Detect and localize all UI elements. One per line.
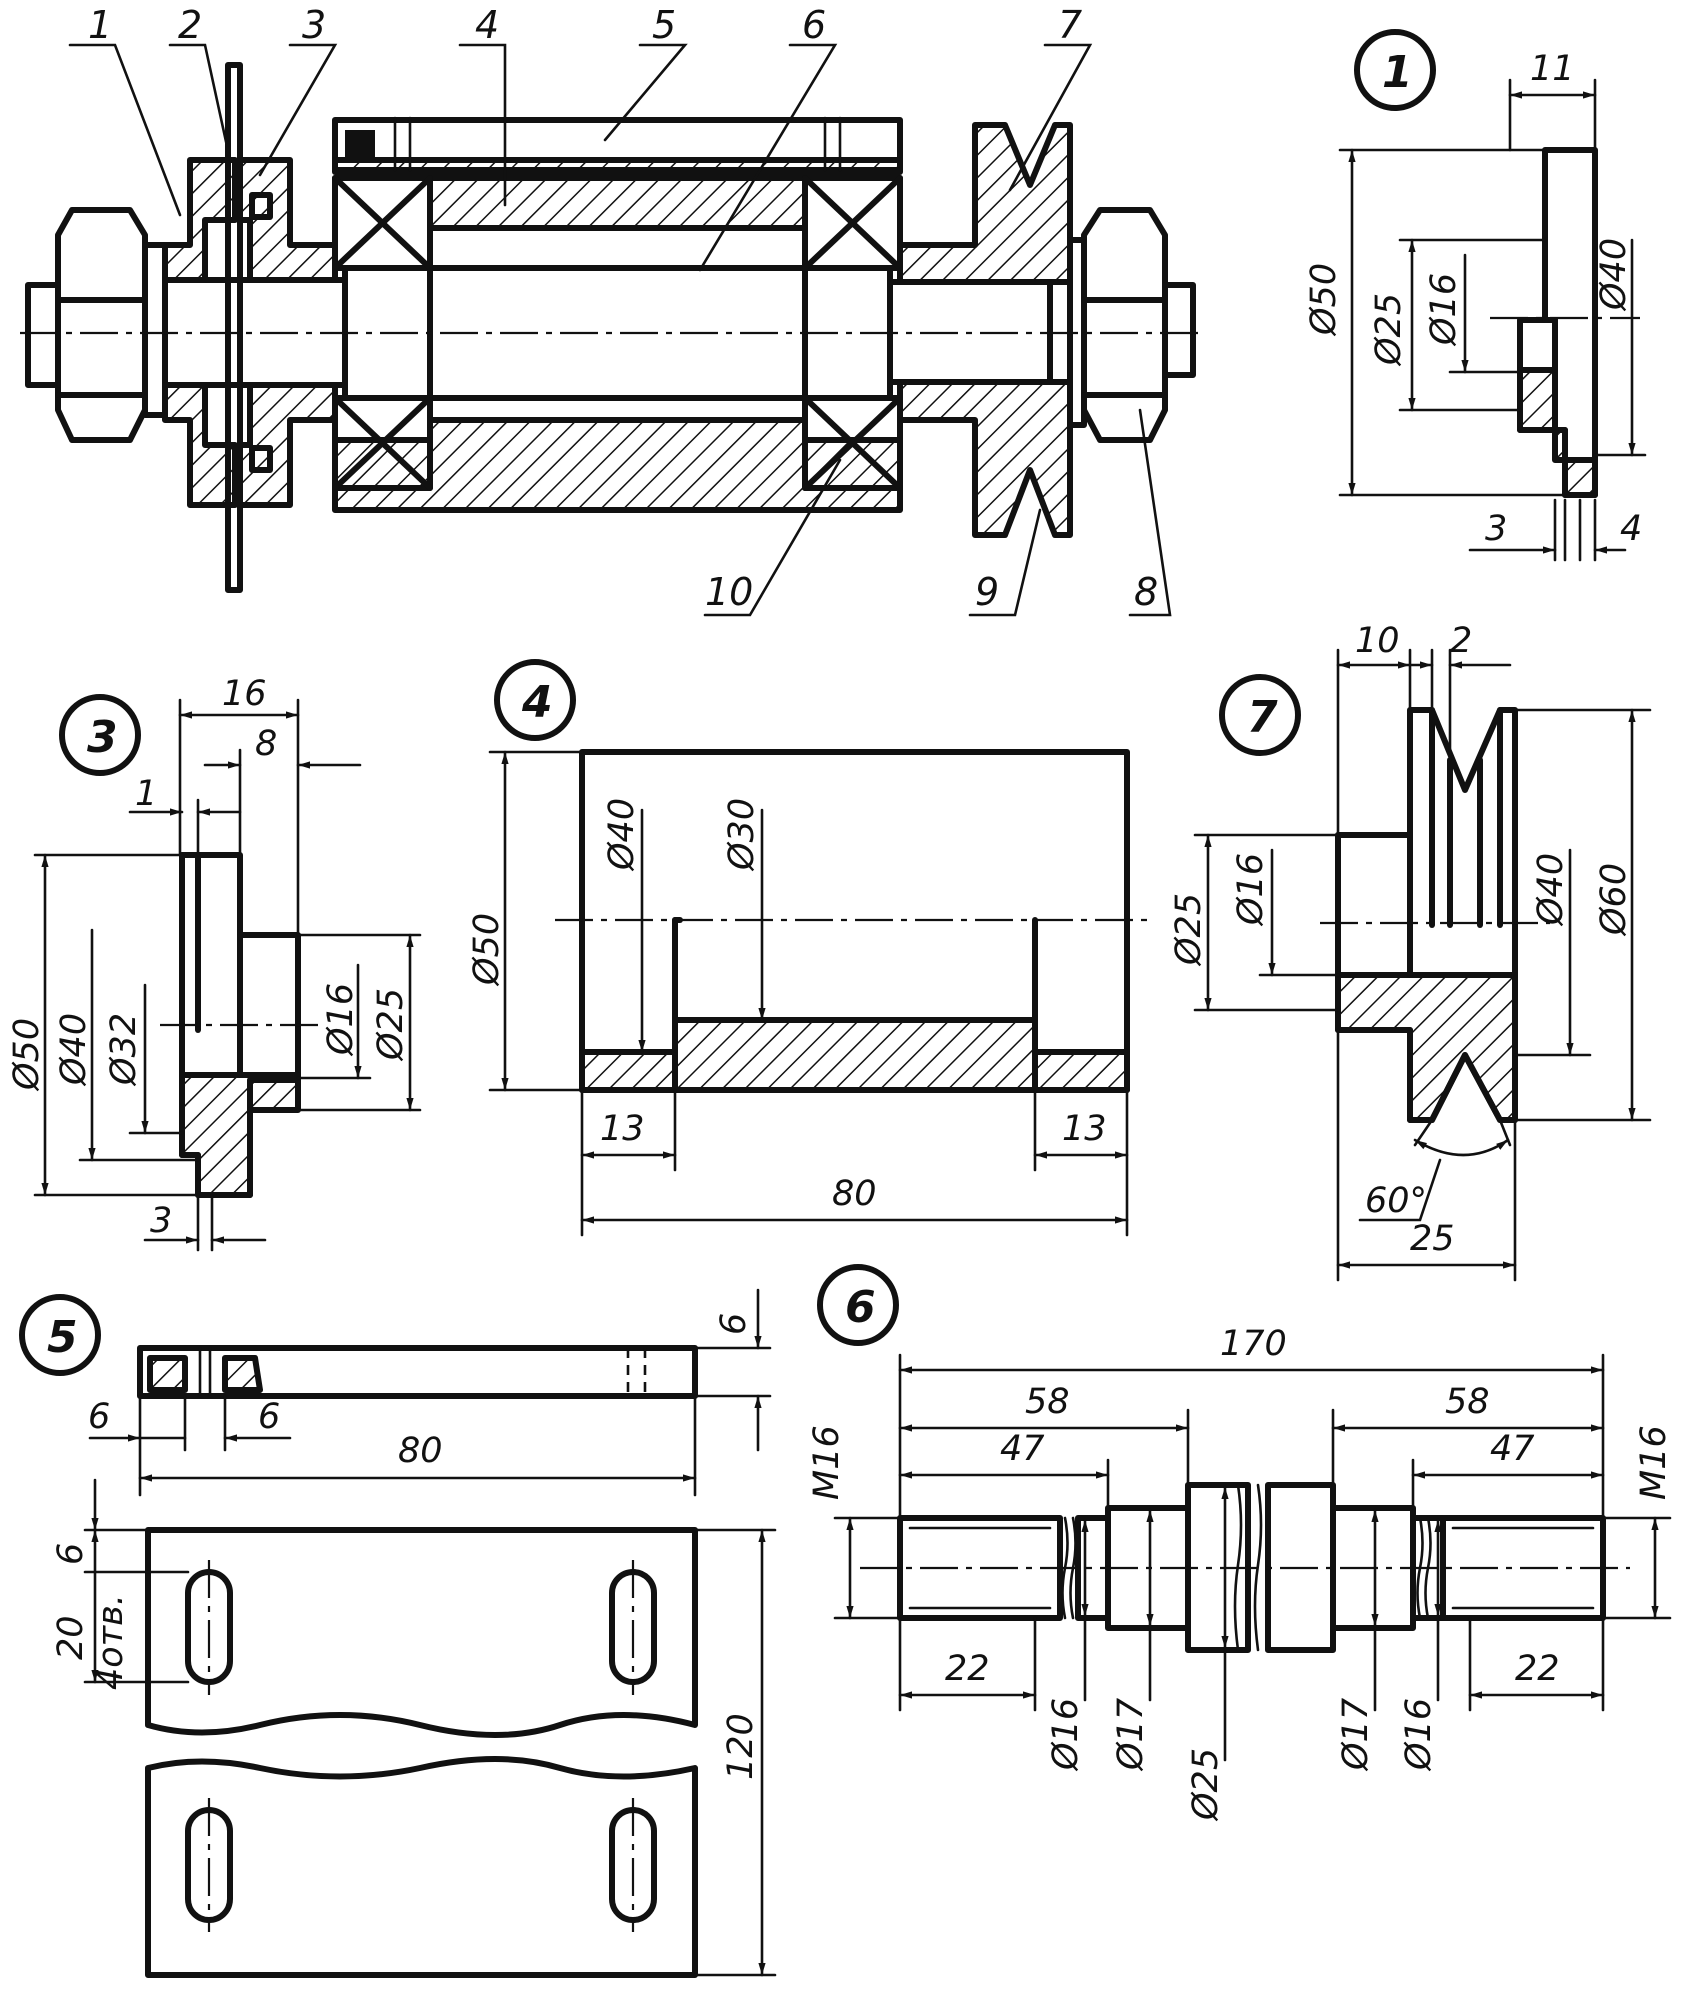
d1-dim-d16: Ø16 [1424, 273, 1464, 347]
d5-dim-v120: 120 [721, 1713, 761, 1780]
callout-7: 7 [1058, 3, 1082, 47]
body-assembly [332, 116, 903, 513]
callout-5: 5 [652, 3, 676, 47]
callout-4: 4 [475, 3, 499, 47]
d7-dim-10: 10 [1355, 621, 1400, 661]
d5-dim-t6: 6 [714, 1313, 754, 1335]
callout-10: 10 [705, 570, 753, 614]
detail-4: 4 Ø50 Ø40 Ø30 13 13 80 [467, 659, 1150, 1237]
callout-8: 8 [1134, 570, 1158, 614]
d5-dim-v6: 6 [51, 1543, 91, 1565]
d7-dim-25: 25 [1410, 1219, 1455, 1259]
d1-dim-11: 11 [1530, 49, 1575, 89]
callout-2: 2 [178, 3, 202, 47]
detail-1-number: 1 [1382, 47, 1413, 98]
detail-4-number: 4 [521, 677, 553, 728]
right-nut [1067, 207, 1196, 443]
detail-6-number: 6 [845, 1282, 876, 1333]
detail-7-badge [1219, 674, 1301, 756]
detail-6-badge [817, 1264, 899, 1346]
detail-3: 3 16 8 1 Ø50 Ø40 Ø32 Ø16 Ø25 [7, 674, 422, 1252]
d6-dim-58b: 58 [1445, 1382, 1490, 1422]
d5-dim-holes: 4отв. [91, 1594, 131, 1690]
d6-dim-d16a: Ø16 [1046, 1698, 1086, 1772]
d6-dim-d25: Ø25 [1186, 1748, 1226, 1822]
d3-dim-d50: Ø50 [7, 1018, 47, 1092]
left-nut [25, 207, 168, 443]
detail-5-badge [19, 1294, 101, 1376]
d6-dim-47a: 47 [1000, 1429, 1045, 1469]
d6-dim-m16a: M16 [807, 1425, 847, 1500]
d3-dim-d32: Ø32 [104, 1013, 144, 1087]
d7-dim-d25: Ø25 [1169, 893, 1209, 967]
detail-4-badge [494, 659, 576, 741]
detail-7: 7 10 2 Ø25 Ø16 Ø40 Ø60 [1169, 621, 1652, 1282]
d7-dim-d60: Ø60 [1594, 863, 1634, 937]
callout-6: 6 [802, 3, 826, 47]
d4-dim-d30: Ø30 [722, 798, 762, 872]
d3-dim-3: 3 [150, 1201, 172, 1241]
d6-dim-47b: 47 [1490, 1429, 1535, 1469]
callout-1: 1 [88, 3, 112, 47]
d4-dim-13b: 13 [1062, 1109, 1107, 1149]
d6-dim-22a: 22 [945, 1649, 990, 1689]
d5-dim-6b: 6 [258, 1397, 280, 1437]
d1-dim-d25: Ø25 [1369, 293, 1409, 367]
d7-dim-2: 2 [1450, 621, 1472, 661]
d5-dim-v20: 20 [51, 1615, 91, 1660]
detail-3-number: 3 [87, 712, 118, 763]
d6-dim-58a: 58 [1025, 1382, 1070, 1422]
detail-1: 1 11 Ø50 Ø25 Ø16 Ø40 3 4 [1304, 29, 1647, 562]
left-flange-assembly [162, 62, 338, 593]
d7-dim-angle: 60° [1365, 1181, 1427, 1221]
detail-7-number: 7 [1247, 692, 1278, 743]
d1-dim-4: 4 [1620, 509, 1642, 549]
detail-5-number: 5 [47, 1312, 78, 1363]
d4-dim-d50: Ø50 [467, 913, 507, 987]
d5-dim-6a: 6 [88, 1397, 110, 1437]
d4-dim-d40: Ø40 [602, 798, 642, 872]
pulley-assembly [897, 122, 1073, 538]
d7-dim-d16: Ø16 [1231, 853, 1271, 927]
d3-dim-d40: Ø40 [54, 1013, 94, 1087]
d1-dim-d40: Ø40 [1594, 238, 1634, 312]
d6-dim-m16b: M16 [1634, 1425, 1674, 1500]
d4-dim-80: 80 [832, 1174, 877, 1214]
callout-9: 9 [975, 570, 999, 614]
d3-dim-8: 8 [255, 724, 277, 764]
detail-1-badge [1354, 29, 1436, 111]
d7-dim-d40: Ø40 [1531, 853, 1571, 927]
d6-dim-d17b: Ø17 [1336, 1698, 1376, 1772]
d3-dim-1: 1 [135, 774, 157, 814]
assembly-view: 1 2 3 4 5 6 7 8 9 10 [20, 3, 1200, 617]
assembly-leaders [68, 43, 1172, 617]
d1-dim-d50: Ø50 [1304, 263, 1344, 337]
d3-dim-d16: Ø16 [321, 983, 361, 1057]
d1-dim-3: 3 [1485, 509, 1507, 549]
d6-dim-170: 170 [1220, 1324, 1287, 1364]
d6-dim-22b: 22 [1515, 1649, 1560, 1689]
d3-dim-d25: Ø25 [371, 988, 411, 1062]
d4-dim-13a: 13 [600, 1109, 645, 1149]
detail-3-badge [59, 694, 141, 776]
callout-3: 3 [302, 3, 326, 47]
detail-6: 6 170 58 58 47 47 [807, 1264, 1674, 1822]
d5-dim-80: 80 [398, 1431, 443, 1471]
d6-dim-d17a: Ø17 [1111, 1698, 1151, 1772]
detail-5: 5 6 6 6 80 [19, 1288, 777, 1978]
d6-dim-d16b: Ø16 [1399, 1698, 1439, 1772]
d3-dim-16: 16 [222, 674, 267, 714]
